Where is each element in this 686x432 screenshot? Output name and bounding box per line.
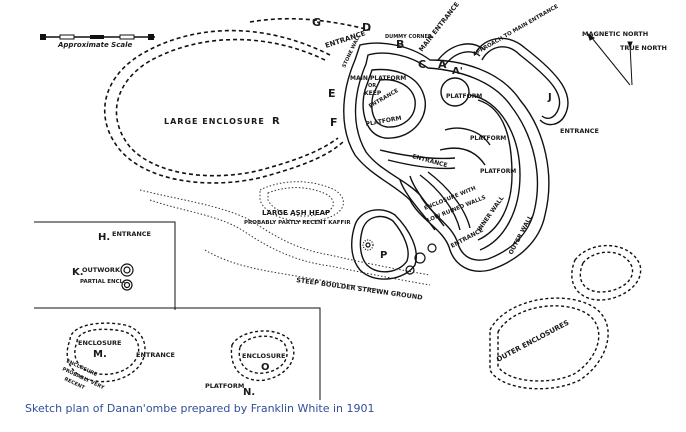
enclosure-o bbox=[230, 330, 295, 382]
main-ruin-complex bbox=[343, 37, 569, 280]
north-arrow-icon bbox=[587, 32, 633, 86]
true-north-label: TRUE NORTH bbox=[620, 44, 667, 52]
letter-m: M. bbox=[93, 349, 107, 360]
platform-3-label: PLATFORM bbox=[470, 135, 506, 142]
enclosure-o-label: ENCLOSURE bbox=[242, 352, 286, 360]
letter-h: H. bbox=[98, 232, 110, 243]
approach-label: APPROACH TO MAIN ENTRANCE bbox=[472, 4, 560, 58]
probably-kaffir-label: PROBABLY PARTLY RECENT KAFFIR bbox=[244, 220, 351, 226]
outer-enclosures bbox=[489, 244, 642, 390]
scale-bar bbox=[40, 34, 155, 40]
large-enclosure-outline bbox=[103, 29, 346, 184]
entrance-h-label: ENTRANCE bbox=[112, 230, 151, 238]
steep-boulder-label: STEEP BOULDER STREWN GROUND bbox=[296, 276, 424, 302]
outer-wall-label: OUTER WALL bbox=[508, 214, 535, 256]
outwork-label: OUTWORK bbox=[82, 266, 121, 274]
or-label: OR bbox=[368, 83, 376, 89]
caption: Sketch plan of Danan'ombe prepared by Fr… bbox=[25, 402, 375, 415]
letter-c: C bbox=[418, 58, 426, 71]
letter-o: O bbox=[261, 362, 270, 373]
outer-enclosures-label: OUTER ENCLOSURES bbox=[495, 319, 570, 364]
letter-d: D bbox=[362, 21, 371, 34]
keep-label: KEEP bbox=[364, 90, 382, 97]
letter-n: N. bbox=[243, 387, 255, 398]
entrance-m-label: ENTRANCE bbox=[136, 351, 175, 359]
outwork-rings bbox=[120, 239, 437, 291]
magnetic-north-label: MAGNETIC NORTH bbox=[582, 30, 648, 38]
letter-a-prime: A' bbox=[452, 66, 463, 77]
platform-4-label: PLATFORM bbox=[480, 168, 516, 175]
platform-n-label: PLATFORM bbox=[205, 382, 244, 390]
partial-encl-label: PARTIAL ENCL. bbox=[80, 279, 125, 285]
letter-g: G bbox=[312, 16, 321, 29]
platform-1-label: PLATFORM bbox=[446, 93, 482, 100]
enclosure-m-label: ENCLOSURE bbox=[78, 339, 122, 347]
letter-j: J bbox=[547, 92, 552, 103]
scale-label: Approximate Scale bbox=[57, 41, 132, 49]
entrance-east-label: ENTRANCE bbox=[560, 127, 599, 135]
letter-p: P bbox=[380, 250, 387, 261]
entrance-inner-label: ENTRANCE bbox=[411, 153, 448, 169]
letter-f: F bbox=[330, 116, 338, 129]
letter-a: A bbox=[438, 58, 447, 71]
letter-k: K. bbox=[72, 267, 84, 278]
dummy-corner-label: DUMMY CORNER bbox=[385, 34, 432, 40]
letter-e: E bbox=[328, 87, 336, 100]
main-platform-label: MAIN PLATFORM bbox=[350, 75, 406, 82]
boulder-ground bbox=[139, 181, 431, 291]
letter-b: B bbox=[396, 38, 404, 51]
inset-frames bbox=[34, 221, 321, 400]
enclosure-m bbox=[66, 322, 146, 383]
letter-r: R bbox=[272, 116, 280, 127]
top-wall-trace bbox=[249, 17, 371, 31]
large-enclosure-label: LARGE ENCLOSURE bbox=[164, 117, 265, 126]
site-plan-map: Approximate Scale MAGNETIC NORTH TRUE NO… bbox=[34, 1, 667, 400]
large-ash-heap-label: LARGE ASH HEAP bbox=[262, 209, 330, 217]
main-entrance-label: MAIN ENTRANCE bbox=[417, 1, 461, 54]
